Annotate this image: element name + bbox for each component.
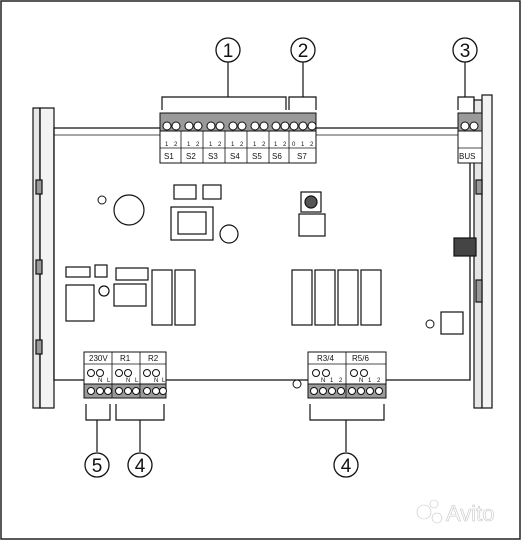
callout-3-number: 3 <box>460 41 471 62</box>
callout-1: 1 <box>215 37 241 63</box>
bottom-callout-brackets <box>85 404 385 452</box>
resistor-1 <box>65 266 91 278</box>
bottom-terminal-strip-left <box>83 351 167 399</box>
capacitor <box>113 194 145 226</box>
avito-watermark: Avito <box>416 499 495 526</box>
terminal-label-bus: BUS <box>459 152 475 161</box>
side-connector <box>453 237 477 257</box>
pin-1: 1 <box>231 142 235 148</box>
terminal-label-s5: S5 <box>252 152 262 161</box>
circuit-board <box>53 127 471 381</box>
watermark-text: Avito <box>446 501 495 526</box>
relay-r2 <box>174 269 196 326</box>
bottom-terminal-labels: 230V R1 R2 R3/4 R5/6 <box>89 354 369 363</box>
terminal-label-230v: 230V <box>89 354 108 363</box>
pin-2: 2 <box>240 142 244 148</box>
pin-n: N <box>154 378 158 384</box>
pin-l: L <box>107 378 111 384</box>
callout-2-number: 2 <box>298 41 309 62</box>
terminal-label-s3: S3 <box>208 152 218 161</box>
callout-5-number: 5 <box>92 456 103 477</box>
relay-r1 <box>151 269 173 326</box>
terminal-label-r1: R1 <box>120 354 131 363</box>
connector-block <box>440 311 464 335</box>
pin-2: 2 <box>218 142 222 148</box>
power-module <box>65 284 95 322</box>
terminal-label-r2: R2 <box>148 354 159 363</box>
callout-1-number: 1 <box>223 41 234 62</box>
pin-1: 1 <box>368 378 372 384</box>
top-pin-numbers: 1 2 1 2 1 2 1 2 1 2 1 2 0 1 2 <box>165 142 314 148</box>
pin-n: N <box>359 378 363 384</box>
pin-1: 1 <box>187 142 191 148</box>
pin-2: 2 <box>262 142 266 148</box>
pin-n: N <box>321 378 325 384</box>
pin-1: 1 <box>301 142 305 148</box>
callout-4-right-number: 4 <box>341 456 352 477</box>
pin-1: 1 <box>274 142 278 148</box>
fuse-holder <box>115 267 149 281</box>
pin-2: 2 <box>377 378 381 384</box>
pin-1: 1 <box>165 142 169 148</box>
terminal-label-s1: S1 <box>164 152 174 161</box>
bottom-pin-letters: N L N L N L N 1 2 N 1 2 <box>98 378 381 384</box>
mounting-screws <box>97 195 435 389</box>
fuse <box>113 283 147 307</box>
board-components <box>65 184 477 335</box>
pin-2: 2 <box>283 142 287 148</box>
pin-l: L <box>135 378 139 384</box>
ic-block <box>298 213 326 237</box>
terminal-label-r56: R5/6 <box>352 354 369 363</box>
top-callout-brackets <box>161 62 475 110</box>
pin-l: L <box>162 378 166 384</box>
top-terminal-strip <box>159 112 483 164</box>
relay-r5 <box>337 269 359 326</box>
pin-n: N <box>126 378 130 384</box>
pin-2: 2 <box>310 142 314 148</box>
chip-small-1 <box>173 184 197 200</box>
pin-2: 2 <box>196 142 200 148</box>
buzzer <box>219 224 239 244</box>
callout-3: 3 <box>452 37 478 63</box>
callout-4-left-number: 4 <box>135 456 146 477</box>
callout-4-right: 4 <box>333 452 359 478</box>
terminal-label-s7: S7 <box>297 152 307 161</box>
bottom-terminal-strip-right <box>307 351 387 399</box>
pin-2: 2 <box>339 378 343 384</box>
pin-n: N <box>98 378 102 384</box>
relay-r4 <box>314 269 336 326</box>
pin-2: 2 <box>174 142 178 148</box>
callout-4-left: 4 <box>127 452 153 478</box>
terminal-label-s6: S6 <box>272 152 282 161</box>
terminal-label-s2: S2 <box>186 152 196 161</box>
pin-0: 0 <box>292 142 296 148</box>
terminal-label-s4: S4 <box>230 152 240 161</box>
relay-r6 <box>360 269 382 326</box>
callout-2: 2 <box>290 37 316 63</box>
chip-small-2 <box>202 184 222 200</box>
terminal-label-r34: R3/4 <box>317 354 334 363</box>
resistor-2 <box>94 264 108 278</box>
pin-1: 1 <box>209 142 213 148</box>
callout-5: 5 <box>84 452 110 478</box>
relay-r3 <box>291 269 313 326</box>
top-terminal-labels: S1 S2 S3 S4 S5 S6 S7 BUS <box>164 152 475 161</box>
pin-1: 1 <box>330 378 334 384</box>
pin-1: 1 <box>253 142 257 148</box>
